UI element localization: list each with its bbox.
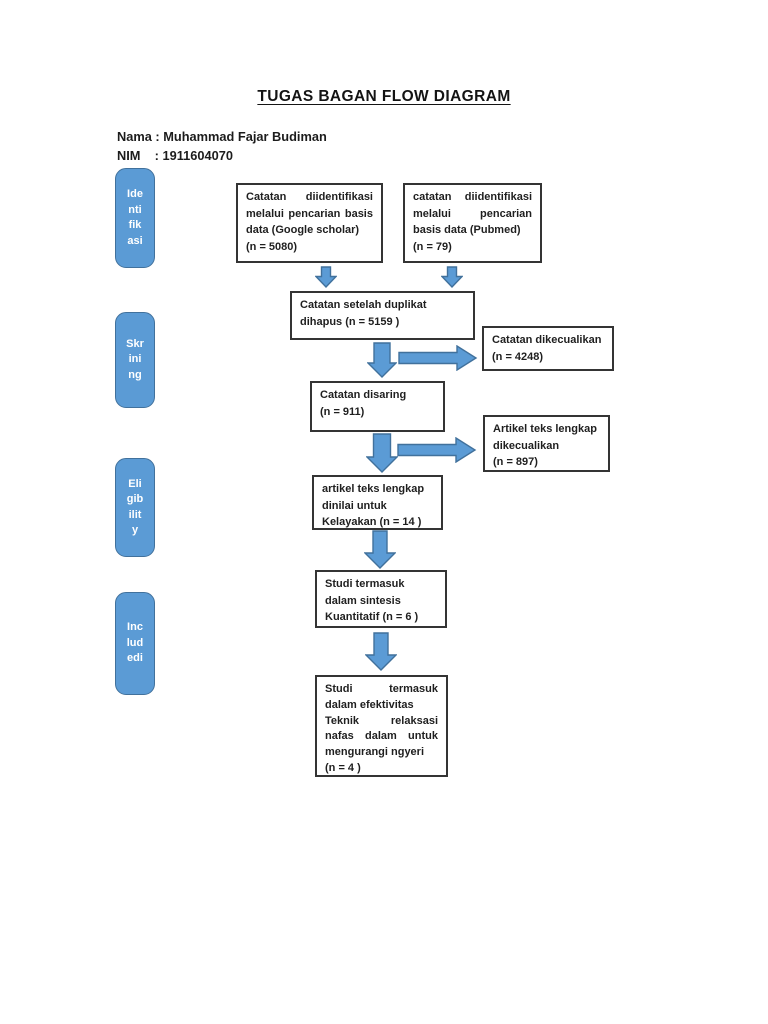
flow-box-records-excluded: Catatan dikecualikan (n = 4248) bbox=[482, 326, 614, 371]
student-name-line: Nama : Muhammad Fajar Budiman bbox=[117, 129, 327, 144]
flow-box-identification-scholar: Catatan diidentifikasi melalui pencarian… bbox=[236, 183, 383, 263]
arrow-down-to-final bbox=[365, 632, 397, 671]
stage-included-label: Inc lud edi bbox=[126, 621, 144, 665]
stage-identification-label: Ide nti fik asi bbox=[127, 188, 143, 247]
stage-included: Inc lud edi bbox=[115, 592, 155, 695]
arrow-right-to-records-excluded bbox=[398, 345, 478, 371]
stage-eligibility-label: Eli gib ilit y bbox=[126, 477, 144, 537]
flow-box-quantitative-synthesis: Studi termasuk dalam sintesis Kuantitati… bbox=[315, 570, 447, 628]
student-nim-line: NIM : 1911604070 bbox=[117, 148, 233, 163]
arrow-down-pubmed bbox=[441, 266, 463, 288]
arrow-down-to-assessed bbox=[366, 433, 398, 473]
flow-box-records-screened: Catatan disaring (n = 911) bbox=[310, 381, 445, 432]
flow-box-final-included: Studi termasuk dalam efektivitas Teknik … bbox=[315, 675, 448, 777]
stage-identification: Ide nti fik asi bbox=[115, 168, 155, 268]
stage-screening-label: Skr ini ng bbox=[126, 337, 144, 381]
arrow-down-scholar bbox=[315, 266, 337, 288]
flow-box-duplicates-removed: Catatan setelah duplikat dihapus (n = 51… bbox=[290, 291, 475, 340]
stage-eligibility: Eli gib ilit y bbox=[115, 458, 155, 557]
flow-box-fulltext-excluded: Artikel teks lengkap dikecualikan (n = 8… bbox=[483, 415, 610, 472]
page-title: TUGAS BAGAN FLOW DIAGRAM bbox=[257, 88, 511, 105]
arrow-down-to-screened bbox=[367, 342, 397, 378]
stage-screening: Skr ini ng bbox=[115, 312, 155, 408]
flow-box-fulltext-assessed: artikel teks lengkap dinilai untuk Kelay… bbox=[312, 475, 443, 530]
arrow-down-to-synthesis bbox=[364, 530, 396, 569]
flow-box-identification-pubmed: catatan diidentifikasi melalui pencarian… bbox=[403, 183, 542, 263]
arrow-right-to-fulltext-excluded bbox=[397, 437, 477, 463]
